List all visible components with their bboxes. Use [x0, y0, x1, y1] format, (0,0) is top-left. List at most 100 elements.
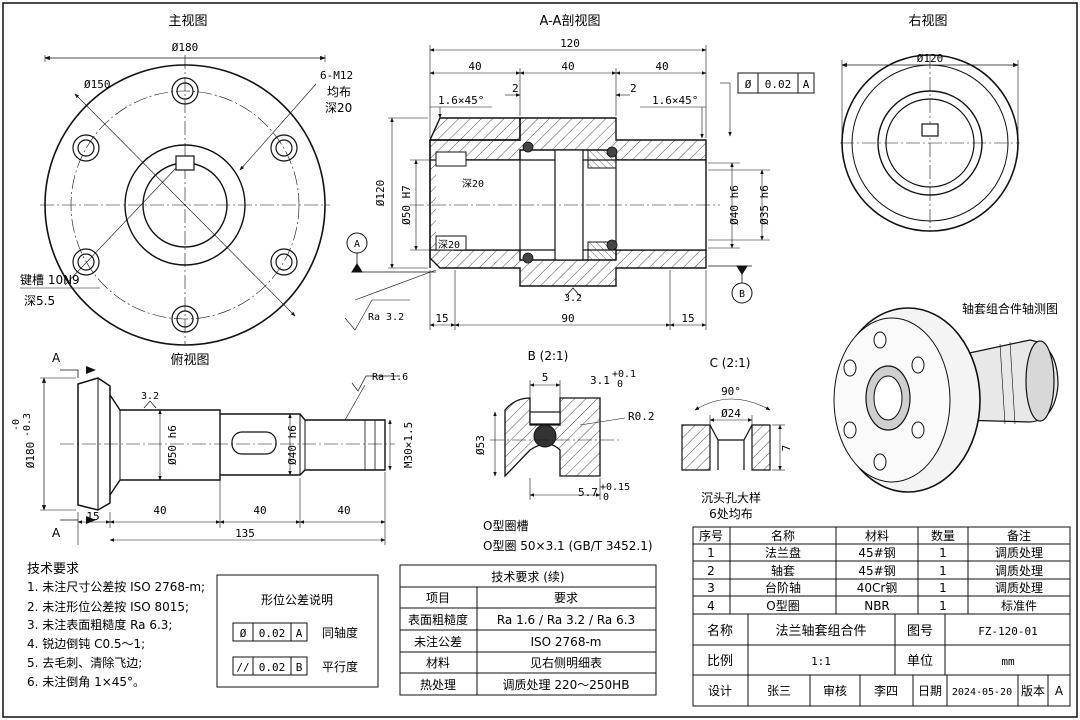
front-keyway-note: 键槽 10N9	[20, 273, 80, 287]
front-d180-dim: Ø180	[172, 41, 199, 54]
req-table-cell: 表面粗糙度	[408, 612, 468, 627]
gdt-row-symbol: Ø	[240, 627, 247, 640]
iso-view	[833, 307, 1059, 493]
gdt-row-label: 同轴度	[322, 625, 358, 640]
sec-len-40-b: 40	[561, 60, 574, 73]
req-table-cell: 热处理	[420, 678, 456, 692]
right-view-title: 右视图	[908, 14, 947, 29]
bom-cell: 轴套	[771, 563, 795, 578]
gdt-legend-title: 形位公差说明	[261, 592, 333, 607]
tb-check-label: 审核	[823, 683, 847, 698]
top-view	[40, 369, 400, 545]
sec-d50h7-dim: Ø50 H7	[400, 185, 413, 225]
sec-len-40-a: 40	[468, 60, 481, 73]
c-caption-2: 6处均布	[709, 507, 753, 521]
bom-cell: 标准件	[1001, 599, 1037, 613]
top-section-a-mark: A	[52, 351, 61, 365]
sec-len-40-c: 40	[655, 60, 668, 73]
req-table-header: 要求	[554, 591, 578, 605]
req-table-cell: 材料	[426, 656, 450, 670]
b-caption-1: O型圈槽	[483, 519, 528, 533]
bom-cell: 1	[939, 546, 947, 560]
sec-d40h6-dim: Ø40 h6	[728, 185, 741, 225]
requirement-item: 5. 去毛刺、清除飞边;	[27, 655, 142, 670]
req-table-header: 项目	[426, 591, 450, 605]
b-radius: R0.2	[628, 410, 655, 423]
bom-cell: 45#钢	[858, 546, 895, 560]
b-width-57-low: 0	[603, 492, 609, 503]
tb-design-label: 设计	[708, 684, 732, 698]
req-table-cell: ISO 2768-m	[531, 635, 602, 649]
top-len-40-b: 40	[253, 504, 266, 517]
bom-cell: 1	[939, 581, 947, 595]
top-d40h6-dim: Ø40 h6	[286, 425, 299, 465]
bom-header: 数量	[931, 528, 955, 543]
tb-scale-value: 1:1	[811, 655, 831, 668]
top-len-40-c: 40	[337, 504, 350, 517]
sec-chamfer-right: 1.6×45°	[652, 94, 698, 107]
c-caption-1: 沉头孔大样	[701, 490, 761, 505]
tb-design-value: 张三	[767, 684, 791, 698]
c-depth-7: 7	[780, 445, 793, 452]
bom-cell: 调质处理	[995, 564, 1043, 578]
sec-gap-2-a: 2	[512, 82, 519, 95]
tb-scale-label: 比例	[707, 654, 733, 669]
top-m30-dim: M30×1.5	[402, 422, 415, 468]
iso-view-title: 轴套组合件轴测图	[962, 301, 1058, 316]
top-len-15: 15	[86, 510, 99, 523]
bom-cell: 40Cr钢	[857, 581, 898, 595]
bom-cell: 台阶轴	[765, 580, 801, 595]
requirement-item: 6. 未注倒角 1×45°。	[27, 674, 145, 689]
sec-rough-32: 3.2	[564, 293, 582, 304]
req-table-cell: 未注公差	[414, 634, 462, 649]
bom-cell: 1	[939, 564, 947, 578]
sec-ra-32: Ra 3.2	[368, 312, 404, 323]
front-d150-dim: Ø150	[84, 78, 111, 91]
detail-c-title: C (2:1)	[710, 356, 751, 370]
gdt-legend	[216, 574, 379, 688]
tb-unit-label: 单位	[907, 654, 933, 669]
c-d24: Ø24	[721, 407, 741, 420]
gdt-row-symbol: //	[236, 661, 249, 674]
sec-d120-dim: Ø120	[374, 180, 387, 207]
sec-gdt-symbol: Ø	[745, 78, 752, 91]
req-table-cell: 调质处理 220～250HB	[503, 678, 630, 692]
section-view	[344, 45, 815, 331]
c-angle: 90°	[721, 385, 741, 398]
right-d120-dim: Ø120	[917, 52, 944, 65]
gdt-row-value: 0.02	[259, 627, 286, 640]
front-view-title: 主视图	[168, 14, 207, 29]
bom-cell: 45#钢	[858, 564, 895, 578]
top-section-a-mark-2: A	[52, 526, 61, 540]
tb-version-value: A	[1055, 684, 1064, 698]
sec-chamfer-left: 1.6×45°	[438, 94, 484, 107]
b-width-57-up: +0.15	[600, 482, 630, 493]
tb-date-label: 日期	[918, 684, 942, 698]
detail-b-view	[490, 380, 626, 500]
top-ra-16: Ra 1.6	[372, 372, 408, 383]
top-d180-tol-low: -0.3	[22, 413, 33, 437]
front-holes-note: 6-M12	[320, 69, 353, 82]
req-table-cell: 见右侧明细表	[530, 655, 602, 670]
gdt-row-datum: B	[296, 661, 303, 674]
sec-gdt-value: 0.02	[765, 78, 792, 91]
tb-drawing-no-label: 图号	[907, 624, 933, 639]
gdt-row-label: 平行度	[322, 659, 358, 674]
tb-name-value: 法兰轴套组合件	[775, 623, 866, 639]
bom-cell: 4	[707, 599, 715, 613]
keyway	[175, 155, 195, 171]
bom-header: 备注	[1007, 528, 1031, 543]
sec-gap-2-b: 2	[630, 82, 637, 95]
detail-c-view	[681, 398, 785, 471]
sec-depth-20-a: 深20	[462, 178, 484, 190]
b-d53: Ø53	[474, 435, 487, 455]
gdt-row-datum: A	[296, 627, 303, 640]
bom-cell: 调质处理	[995, 581, 1043, 595]
tb-version-label: 版本	[1021, 684, 1045, 698]
requirement-item: 4. 锐边倒钝 C0.5～1;	[27, 637, 145, 651]
sec-len-90: 90	[561, 312, 574, 325]
req-table-cell: Ra 1.6 / Ra 3.2 / Ra 6.3	[497, 613, 635, 627]
bom-cell: NBR	[864, 599, 890, 613]
section-view-title: A-A剖视图	[540, 14, 601, 29]
bom-cell: 2	[707, 564, 715, 578]
